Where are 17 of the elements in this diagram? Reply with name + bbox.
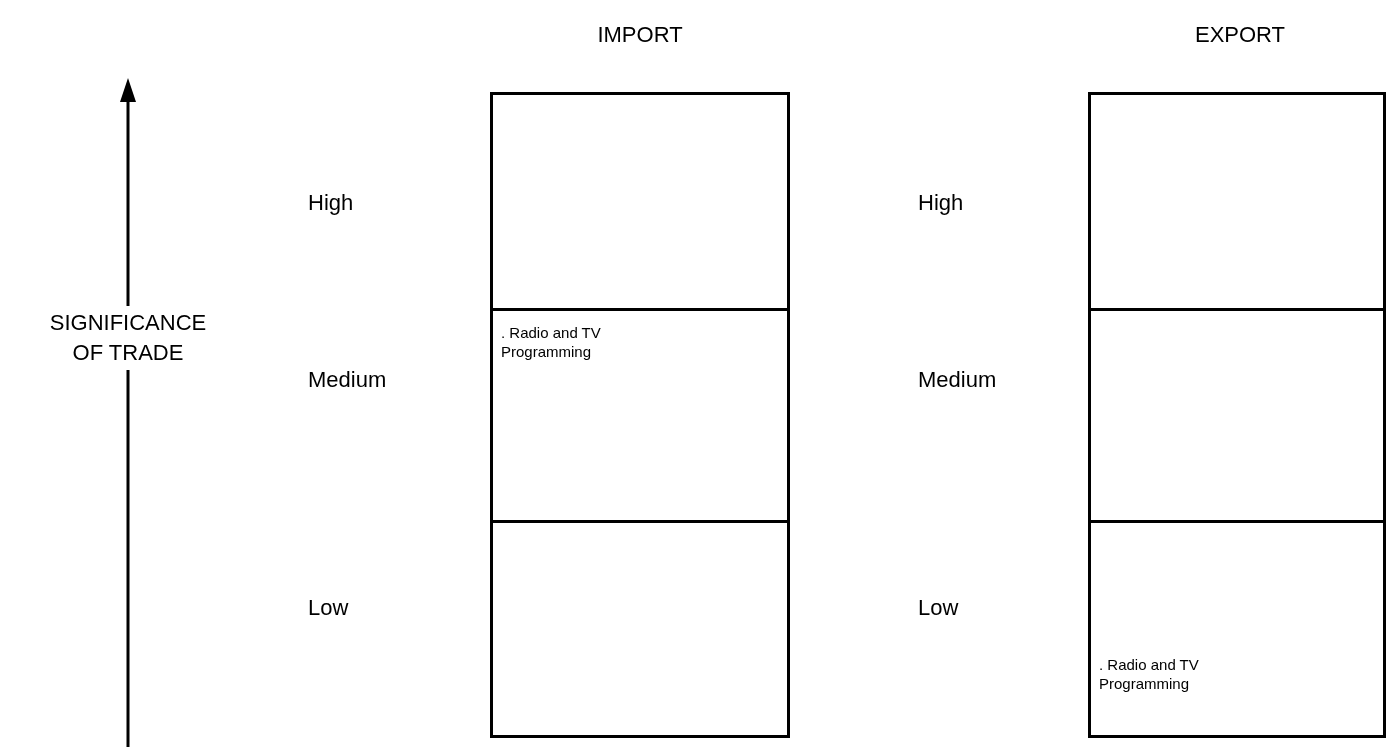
axis-label: SIGNIFICANCE OF TRADE [49, 306, 207, 370]
table-cell [490, 308, 790, 523]
table-cell [1088, 520, 1386, 738]
table-cell [490, 520, 790, 738]
row-label: Medium [918, 367, 997, 393]
row-label: Medium [308, 367, 387, 393]
table-cell [490, 92, 790, 311]
row-label: High [308, 190, 354, 216]
table-cell [1088, 308, 1386, 523]
cell-text: . Radio and TV Programming [501, 323, 602, 361]
row-label: Low [308, 595, 349, 621]
column-heading: IMPORT [597, 22, 683, 48]
cell-text: . Radio and TV Programming [1099, 655, 1200, 693]
row-label: High [918, 190, 964, 216]
table-cell [1088, 92, 1386, 311]
row-label: Low [918, 595, 959, 621]
column-heading: EXPORT [1194, 22, 1286, 48]
